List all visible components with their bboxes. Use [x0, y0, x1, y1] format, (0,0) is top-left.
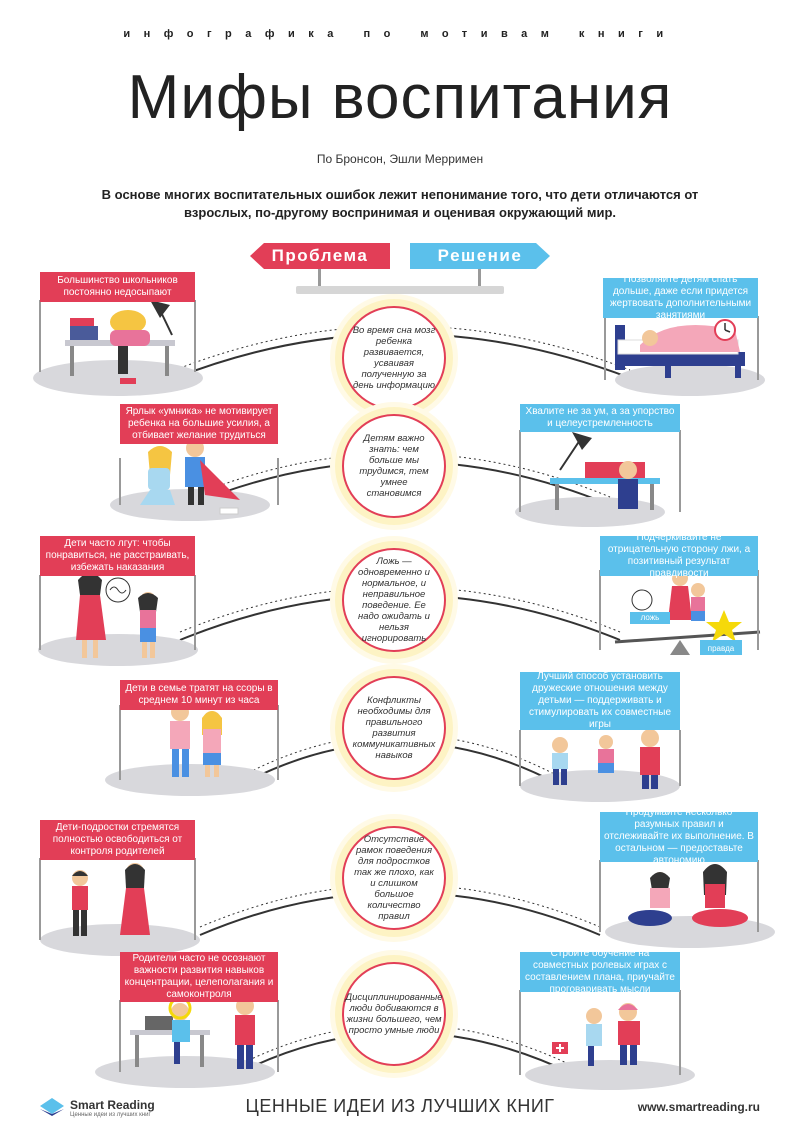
- myth-circle-6: Дисциплинированные люди добиваются в жиз…: [342, 962, 446, 1066]
- solution-sign: Решение: [410, 243, 550, 269]
- sleeping-in-bed-illustration: [615, 319, 745, 378]
- brand-subtitle: Ценные идеи из лучших книг: [70, 1112, 151, 1118]
- family-quarrel-illustration: [170, 703, 222, 777]
- book-authors: По Бронсон, Эшли Мерримен: [316, 152, 484, 166]
- brand-name: Smart Reading: [70, 1098, 155, 1112]
- experiment-illustration: [550, 432, 660, 510]
- solution-label-2: Хвалите не за ум, а за упорство и целеус…: [520, 404, 680, 432]
- roleplay-doctor-illustration: [552, 1003, 640, 1066]
- solution-label-5: Продумайте несколько разумных правил и о…: [600, 807, 758, 866]
- solution-label-6: Стройте обучение на совместных ролевых и…: [520, 948, 680, 995]
- sleeping-student-illustration: [65, 300, 175, 384]
- myth-circle-2: Детям важно знать: чем больше мы трудимс…: [342, 414, 446, 518]
- scale-lie-label: ложь: [630, 612, 670, 624]
- problem-label-4: Дети в семье тратят на ссоры в среднем 1…: [120, 680, 278, 710]
- problem-label-1: Большинство школьников постоянно недосып…: [40, 272, 195, 302]
- problem-label-6: Родители часто не осознают важности разв…: [120, 952, 278, 1002]
- myth-circle-4: Конфликты необходимы для правильного раз…: [342, 676, 446, 780]
- solution-label-3: Подчеркивайте не отрицательную сторону л…: [600, 532, 758, 579]
- book-logo-icon: [40, 1098, 64, 1116]
- intro-text: В основе многих воспитательных ошибок ле…: [101, 187, 699, 220]
- lying-child-illustration: [76, 573, 158, 658]
- myth-circle-5: Отсутствие рамок поведения для подростко…: [342, 826, 446, 930]
- myth-circle-3: Ложь — одновременно и нормальное, и непр…: [342, 548, 446, 652]
- page-title: Мифы воспитания: [127, 63, 673, 132]
- conversation-illustration: [628, 864, 748, 927]
- kicker-text: инфографика по мотивам книги: [123, 28, 677, 40]
- children-playing-illustration: [552, 716, 660, 789]
- signpost-pole-right: [478, 262, 481, 288]
- problem-label-2: Ярлык «умника» не мотивирует ребенка на …: [120, 404, 278, 444]
- myth-circle-1: Во время сна мозг ребенка развивается, у…: [342, 306, 446, 410]
- footer-tagline: ЦЕННЫЕ ИДЕИ ИЗ ЛУЧШИХ КНИГ: [245, 1096, 555, 1116]
- truth-scale-illustration: [614, 570, 761, 655]
- website-link[interactable]: www.smartreading.ru: [637, 1100, 760, 1114]
- signpost-pole-left: [318, 262, 321, 288]
- solution-label-4: Лучший способ установить дружеские отнош…: [520, 671, 680, 730]
- solution-label-1: Позволяйте детям спать дольше, даже если…: [603, 274, 758, 321]
- problem-sign: Проблема: [250, 243, 390, 269]
- problem-label-3: Дети часто лгут: чтобы понравиться, не р…: [40, 536, 195, 576]
- problem-label-5: Дети-подростки стремятся полностью освоб…: [40, 820, 195, 860]
- signpost-base: [296, 286, 504, 294]
- teen-rebellion-illustration: [72, 863, 150, 936]
- scale-truth-label: правда: [700, 643, 742, 655]
